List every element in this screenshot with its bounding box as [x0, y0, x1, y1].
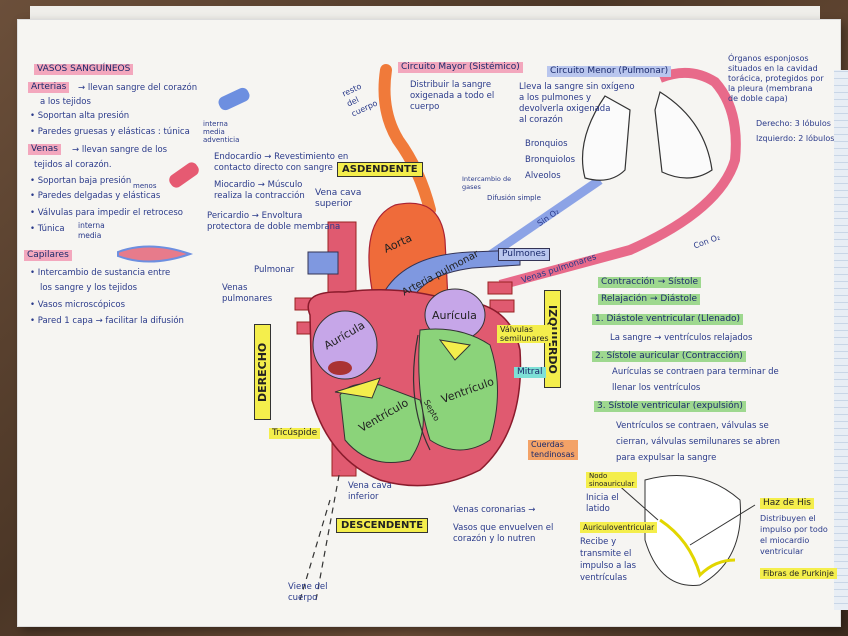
step2-text: Aurículas se contraen para terminar de l…	[612, 367, 779, 393]
mitral-label: Mitral	[514, 367, 546, 378]
left-ventricle	[418, 328, 498, 451]
capilares-line-1: • Intercambio de sustancia entre	[30, 268, 171, 278]
venas-line-1: → llevan sangre de los	[72, 145, 168, 155]
capilares-line-4: • Pared 1 capa → facilitar la difusión	[30, 316, 184, 326]
pulmonary-vein-right-1	[487, 281, 513, 295]
body-return-dash-2	[315, 469, 341, 601]
vena-cava-inferior-label: Vena cava inferior	[348, 481, 392, 502]
capilares-line-2: los sangre y los tejidos	[40, 283, 138, 293]
derecho-label: DERECHO	[254, 324, 271, 420]
venas-line-3: • Soportan baja presión	[30, 176, 132, 186]
vena-cava-superior-label: Vena cava superior	[315, 188, 362, 209]
venas-line-2: tejidos al corazón.	[34, 160, 112, 170]
septum	[412, 334, 431, 451]
izquierdo-lobulos: Izquierdo: 2 lóbulos	[756, 134, 835, 143]
venas-line-4: • Paredes delgadas y elásticas	[30, 191, 161, 201]
artery-sketch	[218, 87, 250, 111]
venas-line-6: • Túnica	[30, 224, 65, 234]
pulmones-label: Pulmones	[498, 248, 550, 261]
step2-title: 2. Sístole auricular (Contracción)	[592, 351, 746, 362]
haz-his-text: Distribuyen el impulso por todo el mioca…	[760, 514, 828, 556]
arterias-line-1: → llevan sangre del corazón	[78, 83, 198, 93]
circuito-mayor-title: Circuito Mayor (Sistémico)	[398, 62, 523, 73]
left-lung	[654, 91, 713, 179]
arterias-line-3: • Soportan alta presión	[30, 111, 130, 121]
circuito-mayor-text: Distribuir la sangre oxigenada a todo el…	[410, 80, 495, 112]
conduction-pathway	[659, 518, 736, 578]
pulmonary-vein-right-2	[489, 299, 515, 313]
endocardio-note: Endocardio → Revestimiento en contacto d…	[214, 152, 349, 173]
venas-coronarias-text: Vasos que envuelven el corazón y lo nutr…	[453, 523, 554, 544]
conduction-heart-outline	[644, 475, 741, 586]
sa-node-pointer	[614, 481, 659, 521]
capillary-sketch	[117, 245, 194, 263]
step3-title: 3. Sístole ventricular (expulsión)	[594, 401, 746, 412]
viene-del-cuerpo-label: Viene del cuerpo	[288, 582, 328, 603]
right-atrium	[312, 310, 378, 380]
relajacion-line: Relajación → Diástole	[598, 294, 701, 305]
his-pointer	[689, 504, 756, 546]
auricula-left-label: Aurícula	[432, 309, 477, 322]
arterias-heading: Arterias	[28, 82, 70, 93]
tricuspide-label: Tricúspide	[269, 428, 321, 439]
organos-note: Órganos esponjosos situados en la cavida…	[728, 54, 824, 103]
bronquiolos-label: Bronquiolos	[525, 155, 576, 165]
haz-his-label: Haz de His	[760, 498, 814, 509]
tricuspid-leaflet	[334, 377, 381, 399]
intercambio-label: Intercambio de gases	[462, 175, 512, 191]
circuito-menor-text: Lleva la sangre sin oxígeno a los pulmon…	[519, 82, 635, 125]
menos-note: menos	[133, 182, 157, 190]
ascendente-label: ASDENDENTE	[337, 162, 423, 177]
circuito-menor-title: Circuito Menor (Pulmonar)	[547, 66, 672, 77]
step1-text: La sangre → ventrículos relajados	[610, 333, 753, 343]
purkinje-label: Fibras de Purkinje	[760, 568, 837, 579]
pulmonary-vein-loop	[498, 67, 741, 290]
venas-pulmonares-left-label: Venas pulmonares	[222, 283, 273, 304]
vein-sketch	[169, 162, 199, 188]
pulmonar-left-label: Pulmonar	[254, 265, 295, 275]
vasos-title: VASOS SANGUÍNEOS	[34, 64, 134, 75]
miocardio-note: Miocardio → Músculo realiza la contracci…	[214, 180, 305, 201]
nodo-sa-text: Inicia el latido	[586, 493, 619, 514]
arterias-line-4: • Paredes gruesas y elásticas : túnica	[30, 127, 190, 137]
pulmonary-branch-left	[307, 251, 339, 275]
pericardio-note: Pericardio → Envoltura protectora de dob…	[207, 211, 341, 232]
graph-paper-edge	[834, 70, 848, 610]
step1-title: 1. Diástole ventricular (Llenado)	[592, 314, 744, 325]
cuerdas-tendinosas-label: Cuerdas tendinosas	[528, 440, 578, 460]
venas-line-5: • Válvulas para impedir el retroceso	[30, 208, 183, 218]
tunica-media-note: interna media adventicia	[203, 120, 240, 144]
systemic-artery-up	[378, 64, 436, 216]
capilares-line-3: • Vasos microscópicos	[30, 300, 126, 310]
nodo-av-label: Auriculoventricular	[580, 522, 658, 533]
tunica-venas-note: interna media	[78, 221, 105, 240]
alveolos-label: Alveolos	[525, 171, 561, 181]
valvulas-semilunares-label: Válvulas semilunares	[497, 325, 552, 343]
bronquios-label: Bronquios	[525, 139, 568, 149]
step3-text: Ventrículos se contraen, válvulas se cie…	[616, 421, 781, 463]
arterias-line-2: a los tejidos	[40, 97, 91, 107]
derecho-lobulos: Derecho: 3 lóbulos	[756, 119, 831, 128]
izquierdo-label: IZQUIERDO	[544, 290, 561, 388]
contraccion-line: Contracción → Sístole	[598, 277, 702, 288]
difusion-label: Difusión simple	[487, 194, 541, 202]
venas-coronarias-heading: Venas coronarias →	[453, 505, 536, 515]
nodo-av-text: Recibe y transmite el impulso a las vent…	[580, 537, 637, 583]
venas-heading: Venas	[28, 144, 61, 155]
descendente-label: DESCENDENTE	[336, 518, 429, 533]
capilares-heading: Capilares	[24, 250, 72, 261]
nodo-sa-label: Nodo sinoauricular	[586, 472, 638, 488]
mitral-leaflet	[438, 339, 472, 361]
atrium-inlet	[328, 361, 352, 375]
right-lung	[581, 95, 631, 181]
